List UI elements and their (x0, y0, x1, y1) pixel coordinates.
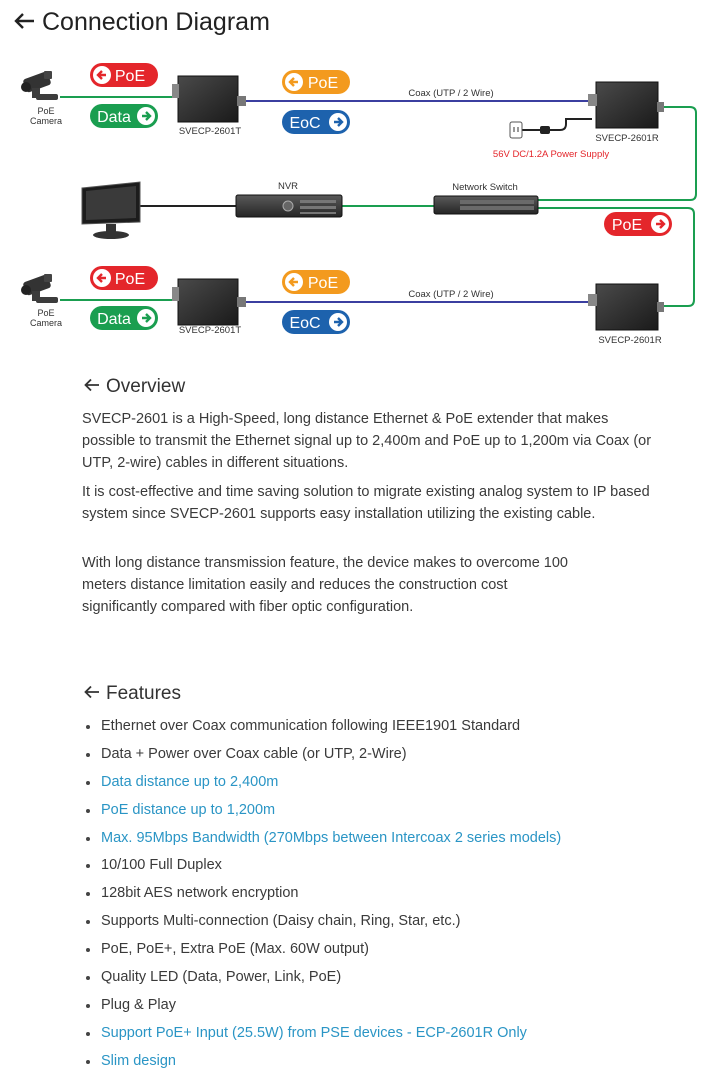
svg-text:Data: Data (97, 109, 131, 126)
svg-text:EoC: EoC (289, 115, 320, 132)
bullet-icon (86, 1031, 90, 1036)
back-arrow-icon (84, 683, 100, 705)
power-cable (522, 118, 592, 131)
coax-label-bottom: Coax (UTP / 2 Wire) (408, 289, 493, 300)
bullet-icon (86, 808, 90, 813)
svg-text:PoE: PoE (115, 68, 145, 85)
svg-text:PoE: PoE (308, 275, 338, 292)
bullet-icon (86, 892, 90, 897)
svg-text:PoE: PoE (612, 217, 642, 234)
overview-title: Overview (106, 376, 186, 397)
feature-item: Data distance up to 2,400m (84, 769, 561, 797)
feature-text: Data distance up to 2,400m (101, 773, 279, 790)
receiver-label-top: SVECP-2601R (595, 133, 659, 144)
switch-label: Network Switch (452, 182, 517, 193)
bullet-icon (86, 948, 90, 953)
feature-text: 128bit AES network encryption (101, 885, 299, 902)
transmitter-label-bottom: SVECP-2601T (179, 325, 242, 336)
overview-paragraph-3: With long distance transmission feature,… (82, 555, 568, 615)
bullet-icon (86, 724, 90, 729)
feature-text: Slim design (101, 1052, 176, 1069)
feature-item: Ethernet over Coax communication followi… (84, 713, 561, 741)
feature-text: Ethernet over Coax communication followi… (101, 718, 521, 734)
page-title: Connection Diagram (14, 8, 270, 37)
feature-item: 10/100 Full Duplex (84, 852, 561, 880)
svg-text:PoE: PoE (308, 75, 338, 92)
camera-label-top-2: Camera (30, 116, 62, 126)
data-badge-top: Data (90, 104, 158, 128)
features-title: Features (106, 683, 181, 704)
feature-item: Quality LED (Data, Power, Link, PoE) (84, 964, 561, 992)
poc-badge-bottom: PoE (282, 270, 350, 294)
feature-item: Max. 95Mbps Bandwidth (270Mbps between I… (84, 825, 561, 853)
feature-text: Data + Power over Coax cable (or UTP, 2-… (101, 745, 407, 762)
feature-item: Slim design (84, 1048, 561, 1076)
poe-badge-right: PoE (604, 212, 672, 236)
overview-paragraph-1: SVECP-2601 is a High-Speed, long distanc… (82, 411, 652, 471)
feature-text: Plug & Play (101, 996, 176, 1013)
poe-badge-bottom: PoE (90, 266, 158, 290)
data-badge-bottom: Data (90, 306, 158, 330)
feature-text: PoE distance up to 1,200m (101, 801, 276, 818)
receiver-to-switch-line (538, 106, 697, 201)
feature-item: Data + Power over Coax cable (or UTP, 2-… (84, 741, 561, 769)
coax-label-top: Coax (UTP / 2 Wire) (408, 88, 493, 99)
bullet-icon (86, 920, 90, 925)
bullet-icon (86, 752, 90, 757)
bullet-icon (86, 1059, 90, 1064)
receiver-device-bottom (588, 283, 664, 331)
power-supply-label: 56V DC/1.2A Power Supply (493, 149, 609, 160)
monitor-icon (81, 181, 141, 239)
bullet-icon (86, 1003, 90, 1008)
feature-item: 128bit AES network encryption (84, 880, 561, 908)
feature-text: Max. 95Mbps Bandwidth (270Mbps between I… (101, 829, 562, 846)
power-adapter-icon (509, 121, 550, 139)
transmitter-label-top: SVECP-2601T (179, 126, 242, 137)
feature-item: Supports Multi-connection (Daisy chain, … (84, 908, 561, 936)
bullet-icon (86, 864, 90, 869)
nvr-device (235, 194, 343, 218)
feature-text: PoE, PoE+, Extra PoE (Max. 60W output) (101, 941, 369, 958)
back-arrow-icon (14, 8, 36, 37)
features-list: Ethernet over Coax communication followi… (84, 713, 561, 1076)
camera-label-bottom-2: Camera (30, 318, 62, 328)
bullet-icon (86, 975, 90, 980)
poe-badge-top: PoE (90, 63, 158, 87)
features-heading: Features (84, 683, 181, 705)
camera-icon (21, 71, 58, 100)
switch-to-receiver-line (538, 207, 695, 307)
svg-text:EoC: EoC (289, 315, 320, 332)
feature-item: Support PoE+ Input (25.5W) from PSE devi… (84, 1020, 561, 1048)
camera-icon-bottom (21, 274, 58, 303)
network-switch-device (433, 195, 539, 215)
bullet-icon (86, 780, 90, 785)
bullet-icon (86, 836, 90, 841)
camera-label-bottom: PoE (37, 308, 54, 318)
eoc-badge-top: EoC (282, 110, 350, 134)
receiver-label-bottom: SVECP-2601R (598, 335, 662, 346)
page-title-text: Connection Diagram (42, 8, 270, 36)
camera-label-top: PoE (37, 106, 54, 116)
transmitter-device-top (172, 75, 246, 123)
feature-item: PoE distance up to 1,200m (84, 797, 561, 825)
feature-text: Support PoE+ Input (25.5W) from PSE devi… (101, 1024, 527, 1041)
feature-text: Supports Multi-connection (Daisy chain, … (101, 913, 461, 930)
nvr-label: NVR (278, 181, 298, 192)
feature-item: Plug & Play (84, 992, 561, 1020)
overview-heading: Overview (84, 376, 185, 398)
transmitter-device-bottom (172, 278, 246, 326)
feature-text: Quality LED (Data, Power, Link, PoE) (101, 969, 342, 986)
svg-text:PoE: PoE (115, 271, 145, 288)
eoc-badge-bottom: EoC (282, 310, 350, 334)
poc-badge-top: PoE (282, 70, 350, 94)
feature-item: PoE, PoE+, Extra PoE (Max. 60W output) (84, 936, 561, 964)
svg-text:Data: Data (97, 311, 131, 328)
overview-paragraph-2: It is cost-effective and time saving sol… (82, 484, 650, 522)
receiver-device-top (588, 81, 664, 129)
connection-diagram: PoE Camera PoE Data SVECP-2601T PoE EoC … (21, 63, 697, 346)
back-arrow-icon (84, 376, 100, 398)
feature-text: 10/100 Full Duplex (101, 857, 222, 874)
